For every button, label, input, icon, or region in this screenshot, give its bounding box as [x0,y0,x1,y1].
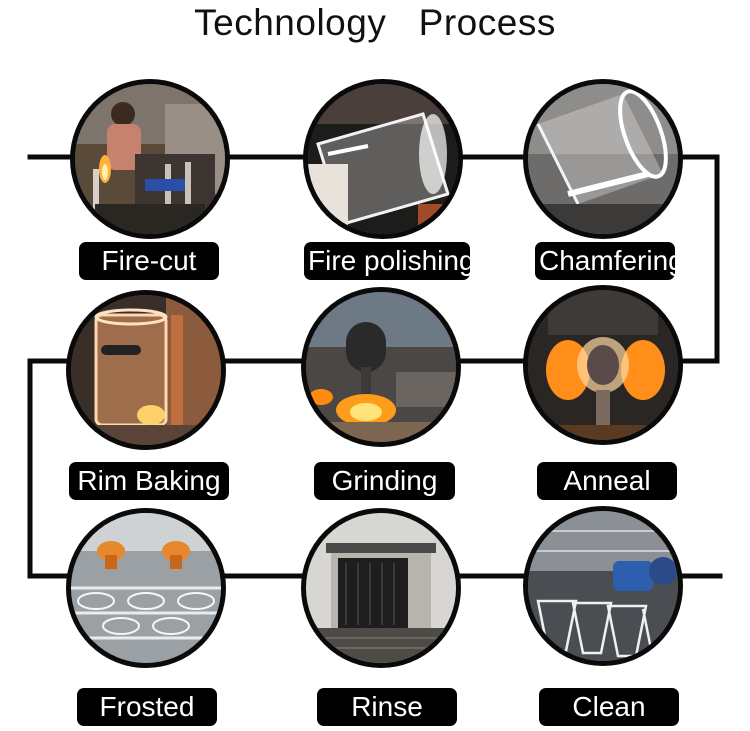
grinding-machine-flame-image [306,292,456,442]
step-photo-anneal [523,285,683,445]
step-photo-rinse [301,508,461,668]
step-photo-fire-cut [70,79,230,239]
step-photo-grinding [301,287,461,447]
step-label-clean: Clean [539,688,679,726]
step-label-fire-polishing: Fire polishing [304,242,475,280]
worker-glass-racks-image [528,511,678,661]
step-label-fire-cut: Fire-cut [79,242,219,280]
glass-on-burner-image [71,295,221,445]
step-photo-chamfering [523,79,683,239]
step-label-frosted: Frosted [77,688,217,726]
step-photo-frosted [66,508,226,668]
page-title: Technology Process [194,2,556,43]
conveyor-nozzles-image [71,513,221,663]
step-photo-clean [523,506,683,666]
rinse-tunnel-image [306,513,456,663]
glass-in-flame-image [308,84,458,234]
step-label-rinse: Rinse [317,688,457,726]
glass-orange-flame-image [528,290,678,440]
factory-worker-flame-image [75,84,225,234]
step-label-chamfering: Chamfering [535,242,684,280]
step-label-rim-baking: Rim Baking [69,462,229,500]
step-photo-rim-baking [66,290,226,450]
step-label-grinding: Grinding [314,462,455,500]
step-label-anneal: Anneal [537,462,677,500]
step-photo-fire-polishing [303,79,463,239]
glass-tilted-image [528,84,678,234]
